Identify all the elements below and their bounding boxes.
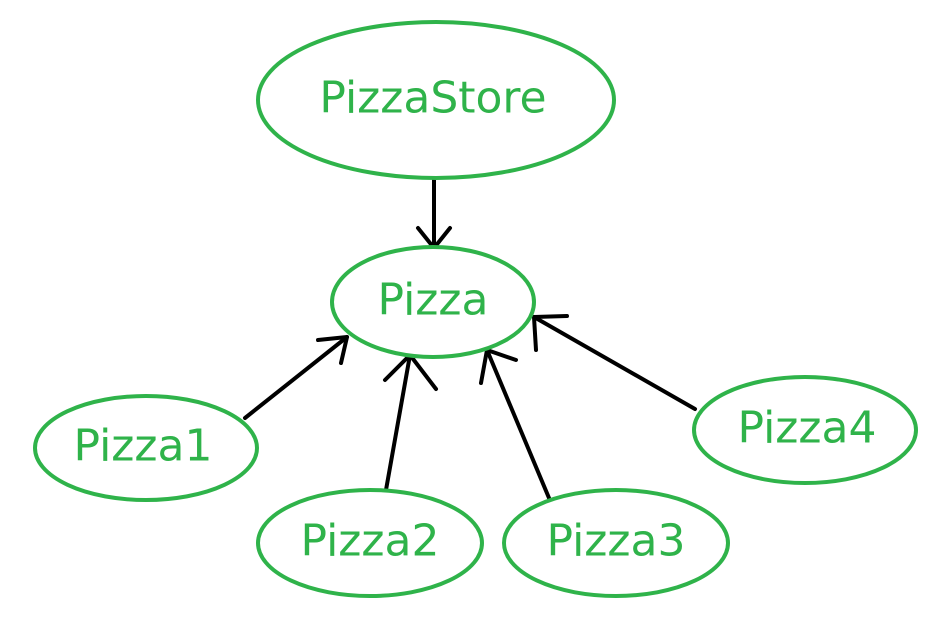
arrow-head bbox=[532, 314, 569, 352]
node-pizza2-label: Pizza2 bbox=[301, 516, 440, 567]
node-pizza-ellipse bbox=[330, 245, 536, 359]
edge-pizza3-to-pizza bbox=[479, 348, 551, 500]
edge-pizza4-to-pizza bbox=[532, 314, 697, 411]
node-pizzastore[interactable]: PizzaStore bbox=[256, 20, 616, 180]
node-pizzastore-label: PizzaStore bbox=[319, 73, 546, 124]
node-pizza4-ellipse bbox=[692, 375, 918, 485]
node-pizza1-label: Pizza1 bbox=[74, 421, 213, 472]
node-pizza4[interactable]: Pizza4 bbox=[692, 375, 918, 485]
node-pizza3[interactable]: Pizza3 bbox=[502, 488, 730, 598]
node-pizza2[interactable]: Pizza2 bbox=[256, 488, 484, 598]
node-pizza-label: Pizza bbox=[378, 275, 489, 326]
edge-line bbox=[485, 348, 551, 500]
node-pizza1-ellipse bbox=[33, 394, 259, 502]
arrow-head bbox=[316, 335, 349, 365]
node-pizza2-ellipse bbox=[256, 488, 484, 598]
node-pizza[interactable]: Pizza bbox=[330, 245, 536, 359]
edge-pizza2-to-pizza bbox=[383, 353, 438, 492]
edge-pizza1-to-pizza bbox=[243, 335, 349, 420]
edge-pizzastore-to-pizza bbox=[416, 176, 452, 250]
edge-line bbox=[384, 353, 412, 492]
node-pizzastore-ellipse bbox=[256, 20, 616, 180]
edge-line bbox=[532, 315, 697, 411]
edge-line bbox=[243, 335, 349, 420]
node-pizza4-label: Pizza4 bbox=[738, 403, 877, 454]
node-pizza3-ellipse bbox=[502, 488, 730, 598]
node-pizza1[interactable]: Pizza1 bbox=[33, 394, 259, 502]
node-pizza3-label: Pizza3 bbox=[547, 516, 686, 567]
